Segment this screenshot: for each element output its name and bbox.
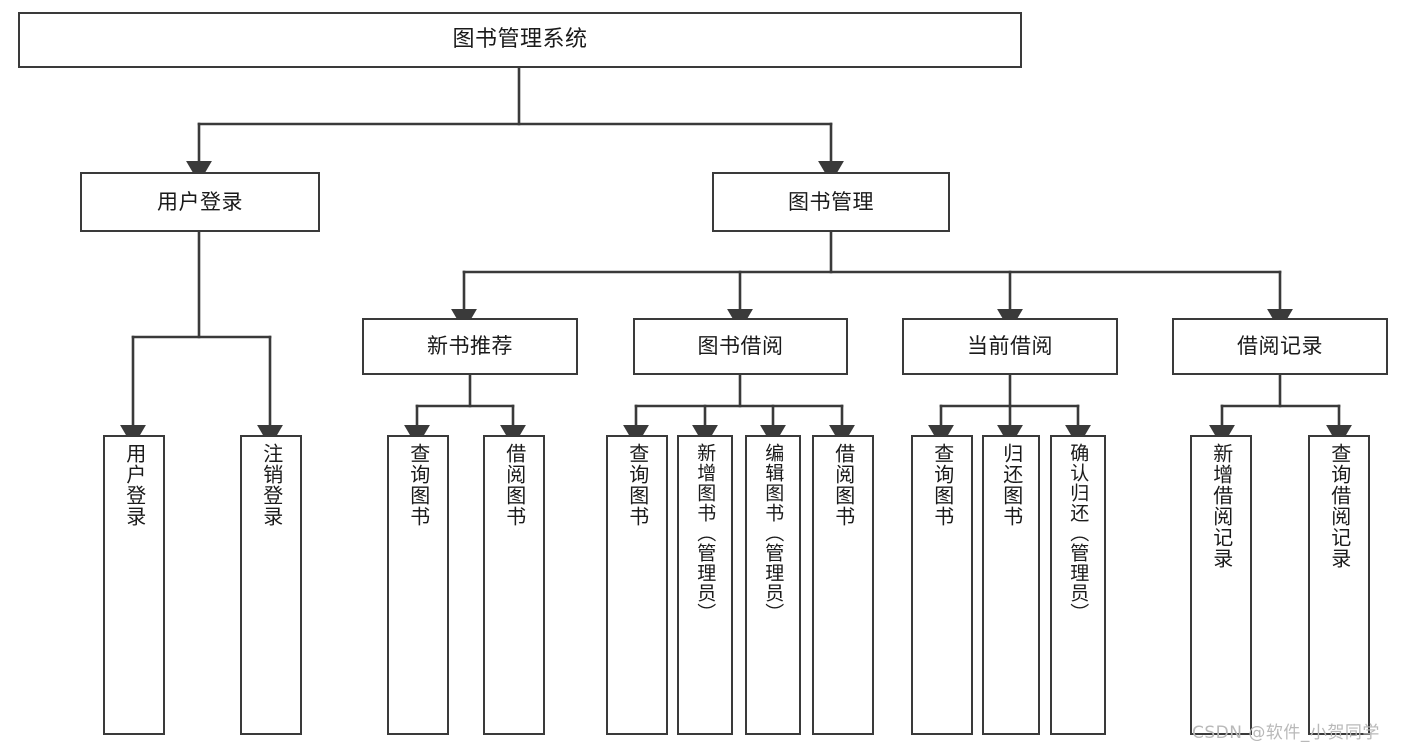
node-label: 新书推荐 [427, 334, 513, 359]
node-borrow-record[interactable]: 借阅记录 [1172, 318, 1388, 375]
leaf-query-book-1[interactable]: 查询图书 [387, 435, 449, 735]
node-new-book-rec[interactable]: 新书推荐 [362, 318, 578, 375]
node-label: 归还图书 [999, 443, 1024, 527]
node-label: 新增图书（管理员） [694, 443, 717, 623]
watermark-text: CSDN @软件_小贺同学 [1192, 723, 1380, 743]
node-label: 当前借阅 [967, 334, 1053, 359]
node-label: 借阅记录 [1237, 334, 1323, 359]
node-book-manage[interactable]: 图书管理 [712, 172, 950, 232]
leaf-add-record[interactable]: 新增借阅记录 [1190, 435, 1252, 735]
node-label: 图书管理 [788, 189, 874, 214]
node-label: 新增借阅记录 [1209, 443, 1234, 569]
leaf-return-book[interactable]: 归还图书 [982, 435, 1040, 735]
node-label: 图书借阅 [697, 334, 784, 359]
leaf-user-logout[interactable]: 注销登录 [240, 435, 302, 735]
leaf-user-login[interactable]: 用户登录 [103, 435, 165, 735]
leaf-query-book-3[interactable]: 查询图书 [911, 435, 973, 735]
node-label: 确认归还（管理员） [1067, 443, 1090, 623]
node-label: 查询借阅记录 [1327, 443, 1352, 569]
node-label: 查询图书 [930, 443, 955, 527]
leaf-query-book-2[interactable]: 查询图书 [606, 435, 668, 735]
node-label: 查询图书 [625, 443, 650, 527]
node-label: 注销登录 [259, 443, 284, 527]
node-label: 图书管理系统 [452, 27, 588, 53]
node-book-borrow[interactable]: 图书借阅 [633, 318, 848, 375]
node-label: 查询图书 [406, 443, 431, 527]
leaf-edit-book[interactable]: 编辑图书（管理员） [745, 435, 801, 735]
leaf-add-book[interactable]: 新增图书（管理员） [677, 435, 733, 735]
node-current-borrow[interactable]: 当前借阅 [902, 318, 1118, 375]
node-label: 借阅图书 [502, 443, 527, 527]
node-label: 编辑图书（管理员） [762, 443, 785, 623]
leaf-confirm-return[interactable]: 确认归还（管理员） [1050, 435, 1106, 735]
node-label: 用户登录 [122, 443, 147, 527]
leaf-borrow-book-2[interactable]: 借阅图书 [812, 435, 874, 735]
leaf-borrow-book-1[interactable]: 借阅图书 [483, 435, 545, 735]
node-label: 用户登录 [157, 189, 243, 214]
node-user-login[interactable]: 用户登录 [80, 172, 320, 232]
leaf-query-record[interactable]: 查询借阅记录 [1308, 435, 1370, 735]
node-label: 借阅图书 [831, 443, 856, 527]
node-root-system[interactable]: 图书管理系统 [18, 12, 1022, 68]
